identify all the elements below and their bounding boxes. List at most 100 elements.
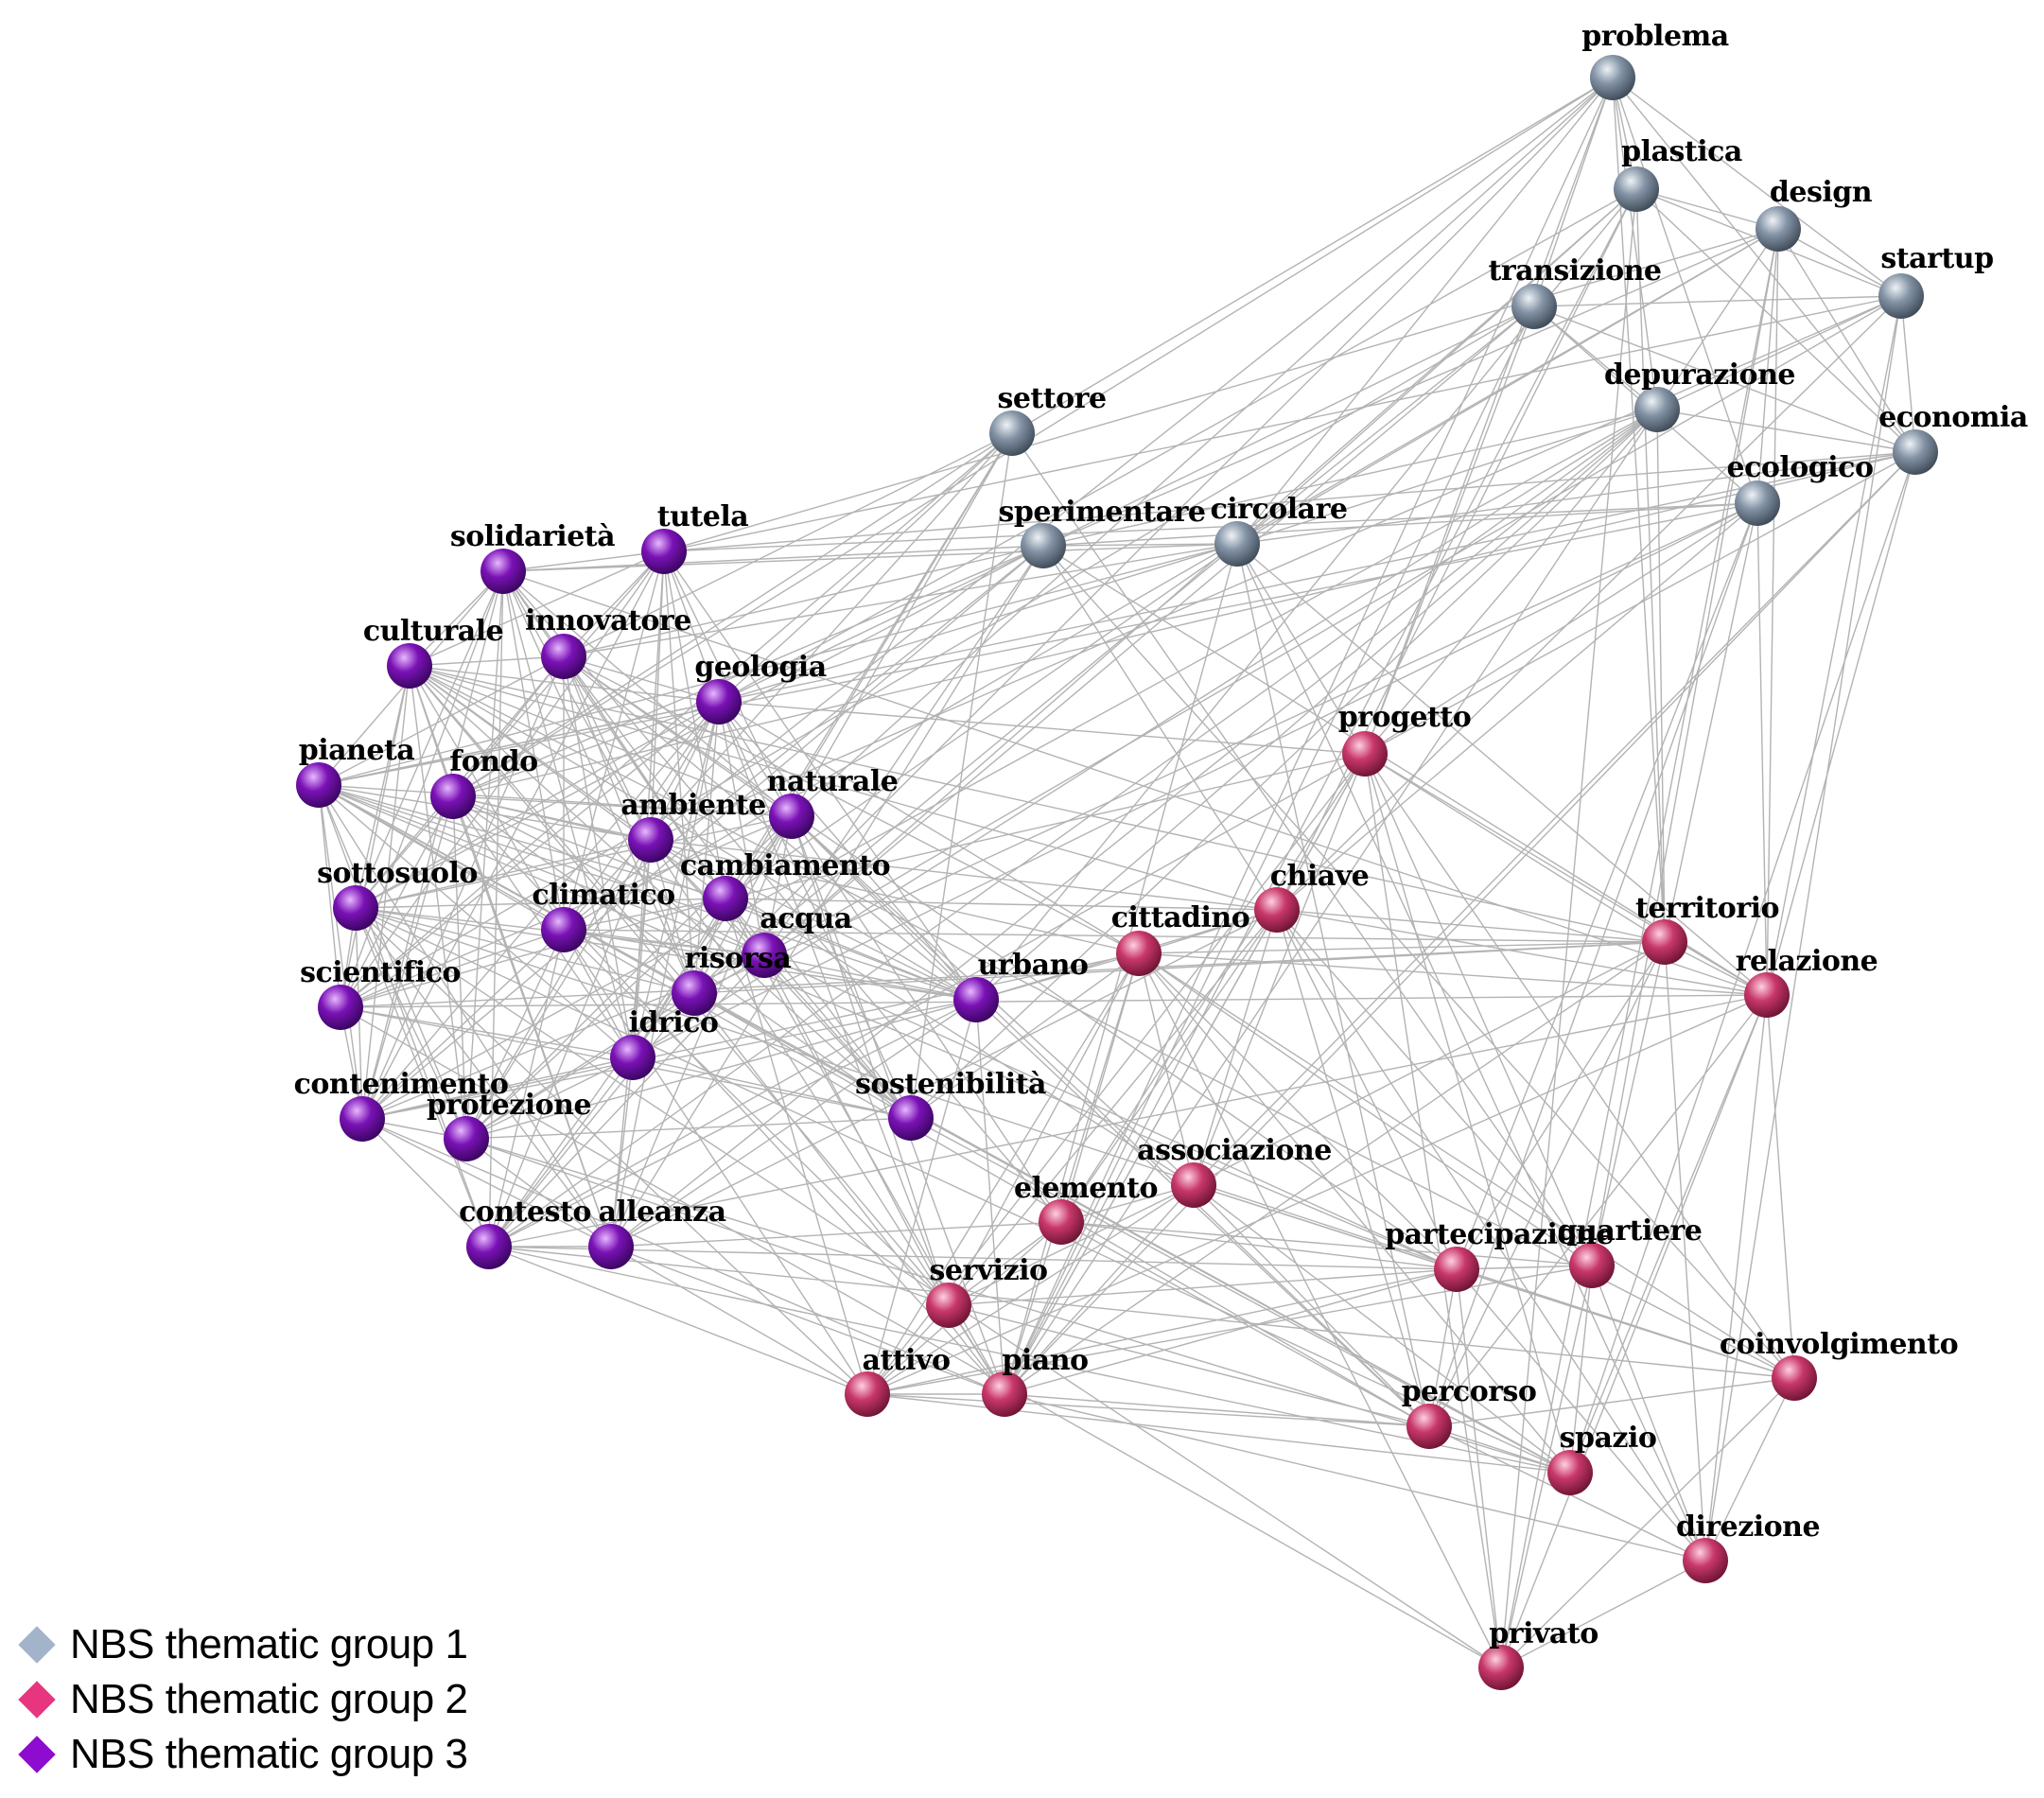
edge-fondo-sostenibilità [452, 795, 912, 1119]
edge-fondo-scientifico [340, 795, 454, 1008]
edge-ecologico-relazione [1756, 502, 1768, 996]
node-fondo [430, 774, 476, 819]
node-label-partecipazione: partecipazione [1385, 1218, 1614, 1251]
edge-economia-relazione [1766, 451, 1916, 996]
edge-cittadino-geologia [718, 701, 1140, 954]
edge-cittadino-spazio [1138, 952, 1571, 1474]
node-label-contenimento: contenimento [294, 1068, 509, 1101]
edge-chiave-elemento [1060, 909, 1278, 1223]
node-quartiere [1569, 1243, 1615, 1288]
edge-pianeta-urbano [318, 784, 977, 1001]
edge-partecipazione-contesto [488, 1246, 1458, 1270]
edge-direzione-privato [1500, 1560, 1706, 1668]
edge-startup-ambiente [650, 295, 1902, 841]
node-label-transizione: transizione [1488, 254, 1661, 288]
edge-ecologico-partecipazione [1456, 502, 1758, 1270]
edge-depurazione-circolare [1236, 409, 1658, 545]
edge-coinvolgimento-percorso [1428, 1377, 1795, 1427]
edge-tutela-innovatore [563, 550, 665, 657]
edges-layer [318, 77, 1916, 1668]
node-label-ambiente: ambiente [620, 789, 765, 822]
edge-cittadino-piano [1004, 952, 1140, 1395]
edge-acqua-contesto [488, 954, 765, 1248]
edge-naturale-urbano [791, 815, 977, 1001]
edge-problema-startup [1612, 77, 1902, 297]
edge-depurazione-idrico [632, 409, 1658, 1058]
edge-chiave-servizio [948, 909, 1278, 1306]
edge-attivo-spazio [866, 1393, 1571, 1474]
node-territorio [1642, 919, 1687, 965]
edge-design-economia [1777, 228, 1916, 453]
edge-cittadino-elemento [1060, 952, 1140, 1223]
edge-progetto-spazio [1364, 753, 1571, 1474]
edge-relazione-percorso [1428, 994, 1768, 1427]
node-design [1756, 206, 1801, 252]
edge-sperimentare-chiave [1042, 545, 1278, 911]
edge-spazio-sostenibilità [910, 1117, 1571, 1474]
node-label-chiave: chiave [1270, 860, 1369, 893]
node-label-problema: problema [1581, 20, 1728, 53]
edge-startup-chiave [1276, 295, 1902, 911]
edge-piano-risorsa [693, 992, 1005, 1395]
legend: NBS thematic group 1 NBS thematic group … [18, 1617, 468, 1782]
node-label-quartiere: quartiere [1558, 1214, 1703, 1248]
edge-economia-circolare [1236, 451, 1916, 545]
edge-territorio-climatico [563, 929, 1666, 943]
node-label-cittadino: cittadino [1111, 901, 1250, 934]
edge-acqua-urbano [763, 954, 977, 1001]
edge-plastica-design [1635, 188, 1779, 230]
node-label-sperimentare: sperimentare [999, 496, 1206, 529]
node-label-tutela: tutela [657, 500, 749, 533]
node-label-plastica: plastica [1621, 135, 1742, 168]
node-label-servizio: servizio [929, 1254, 1047, 1287]
edge-naturale-sottosuolo [355, 815, 793, 909]
node-label-acqua: acqua [760, 902, 851, 935]
node-label-coinvolgimento: coinvolgimento [1720, 1328, 1958, 1361]
edge-partecipazione-percorso [1428, 1268, 1458, 1427]
node-progetto [1342, 731, 1388, 777]
edge-settore-quartiere [1011, 432, 1593, 1266]
node-risorsa [672, 970, 717, 1016]
edge-design-privato [1500, 228, 1779, 1668]
node-innovatore [541, 634, 586, 679]
edge-ambiente-sostenibilità [650, 839, 912, 1119]
legend-item-group-1: NBS thematic group 1 [18, 1617, 468, 1672]
edge-ecologico-tutela [663, 502, 1758, 552]
edge-ecologico-territorio [1664, 502, 1758, 943]
edge-partecipazione-privato [1456, 1268, 1502, 1668]
edge-quartiere-direzione [1591, 1265, 1706, 1562]
edge-relazione-solidarietà [502, 570, 1768, 996]
node-label-geologia: geologia [694, 651, 826, 684]
edge-ecologico-chiave [1276, 502, 1758, 911]
edge-solidarietà-idrico [502, 570, 634, 1058]
edge-problema-progetto [1364, 77, 1614, 755]
edge-geologia-alleanza [610, 701, 720, 1248]
edge-cittadino-quartiere [1138, 952, 1593, 1266]
edge-territorio-culturale [409, 665, 1666, 943]
edge-urbano-protezione [465, 999, 977, 1140]
edge-risorsa-sostenibilità [693, 992, 912, 1119]
edge-tutela-ambiente [650, 550, 665, 841]
node-label-contesto: contesto [459, 1196, 591, 1229]
edge-depurazione-economia [1656, 409, 1916, 453]
edge-progetto-relazione [1364, 753, 1768, 996]
edge-partecipazione-attivo [866, 1268, 1458, 1395]
edge-privato-sottosuolo [355, 907, 1502, 1668]
edge-partecipazione-acqua [763, 954, 1458, 1270]
edge-contenimento-alleanza [361, 1118, 612, 1248]
edge-fondo-protezione [452, 795, 467, 1140]
edge-climatico-protezione [465, 929, 565, 1140]
edge-attivo-cambiamento [725, 898, 868, 1395]
edge-territorio-scientifico [340, 941, 1666, 1008]
node-label-design: design [1770, 176, 1873, 209]
node-cambiamento [703, 876, 748, 921]
edge-partecipazione-servizio [948, 1268, 1458, 1306]
edge-attivo-climatico [563, 929, 868, 1395]
edge-attivo-urbano [866, 999, 977, 1395]
legend-label: NBS thematic group 1 [70, 1621, 468, 1667]
edge-economia-spazio [1569, 451, 1916, 1474]
node-geologia [696, 679, 742, 724]
node-label-elemento: elemento [1014, 1172, 1158, 1205]
edge-culturale-innovatore [409, 655, 565, 667]
edge-quartiere-privato [1500, 1265, 1593, 1668]
